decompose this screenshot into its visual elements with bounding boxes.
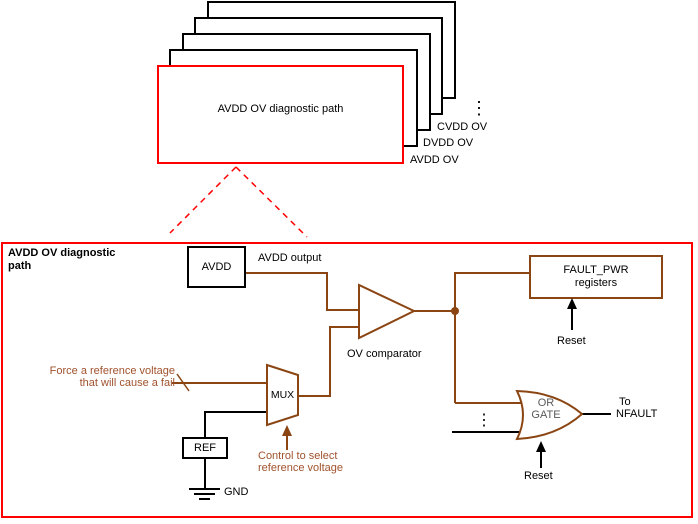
mux-label: MUX [270,388,295,401]
to-nfault-line1: To [619,396,631,408]
bus-slash [176,373,190,392]
stack-front-label: AVDD OV diagnostic path [217,103,344,115]
force-reference-note-line2: that will cause a fail [79,377,175,389]
panel-border [1,242,693,518]
avdd-box [187,246,246,288]
fault-branch-wire [454,272,530,403]
force-reference-note: Force a reference voltage that will caus… [19,365,175,389]
or-gate-label-line2: GATE [531,409,561,421]
or-gate-shape [515,389,584,441]
avdd-output-label: AVDD output [258,252,322,264]
to-nfault-label: To NFAULT [616,396,657,420]
stack-side-label-avdd: AVDD OV [410,154,459,166]
ref-to-mux-wire [204,411,267,438]
avdd-box-label: AVDD [201,260,232,273]
ref-box [182,437,228,459]
mux-output-wire [298,326,359,397]
reset-arrow-or-gate [536,441,546,468]
or-gate-label: OR GATE [520,397,572,421]
panel-title-line2: path [8,260,32,272]
stack-card-front [157,65,404,164]
gnd-symbol [189,488,220,500]
stack-ellipsis: ⋮ [470,98,488,118]
fault-pwr-box [529,255,663,299]
force-reference-note-line1: Force a reference voltage [49,365,175,377]
reset-arrow-fault-pwr [567,298,577,330]
gnd-label: GND [224,486,249,498]
reset-label-fault-pwr: Reset [557,335,586,347]
control-select-note-line2: reference voltage [258,462,343,474]
ov-comparator-label: OV comparator [347,348,422,360]
zoom-dashed-line-right [235,166,308,238]
fault-pwr-box-label: FAULT_PWR registers [530,256,662,298]
comparator-triangle [358,283,417,340]
or-gate-label-line1: OR [537,397,555,409]
fault-pwr-line2: registers [574,277,618,289]
stack-side-label-cvdd: CVDD OV [437,121,488,133]
mux-shape [266,363,299,427]
avdd-output-wire [245,272,359,311]
control-select-note-line1: Control to select [258,450,338,462]
reset-label-or-gate: Reset [524,470,553,482]
to-nfault-line2: NFAULT [616,408,658,420]
or-inputs-ellipsis: ⋮ [476,412,492,429]
stack-side-label-dvdd: DVDD OV [423,137,474,149]
junction-dot [451,307,459,315]
fault-pwr-line1: FAULT_PWR [563,264,629,276]
panel-title: AVDD OV diagnostic path [8,247,115,273]
panel-title-line1: AVDD OV diagnostic [8,247,116,259]
control-arrow-mux [282,425,292,450]
ref-box-label: REF [194,441,216,454]
zoom-dashed-line-left [169,166,237,234]
control-select-note: Control to select reference voltage [258,450,343,474]
